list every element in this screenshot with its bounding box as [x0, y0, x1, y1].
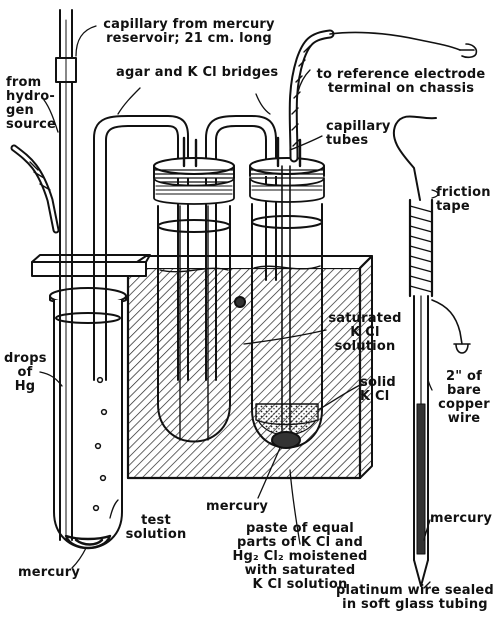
calomel-vessel — [249, 136, 325, 449]
label-copper-wire: 2" of bare copper wire — [438, 369, 490, 426]
label-saturated-kcl: saturated K Cl solution — [328, 311, 402, 354]
agar-kcl-bridge-right — [205, 115, 277, 381]
label-capillary: capillary from mercury reservoir; 21 cm.… — [103, 17, 275, 46]
label-mercury-center: mercury — [206, 499, 269, 514]
wooden-block — [126, 255, 373, 480]
label-friction-tape: friction tape — [436, 185, 491, 214]
label-mercury-test-tube: mercury — [18, 565, 81, 580]
label-drops-of-hg: drops of Hg — [4, 351, 47, 394]
probe-electrode — [393, 115, 471, 587]
label-platinum-wire: platinum wire sealed in soft glass tubin… — [336, 583, 494, 612]
capillary-tube — [55, 9, 77, 541]
label-test-solution: test solution — [125, 513, 187, 542]
agar-kcl-bridge-left — [93, 115, 189, 381]
hydrogen-inlet-tube — [10, 144, 60, 234]
tube-holder-shelf — [31, 254, 151, 277]
test-tube — [49, 287, 127, 550]
label-solid-kcl: solid K Cl — [360, 375, 396, 404]
mercury-drops — [92, 376, 108, 512]
label-reference-electrode: to reference electrode terminal on chass… — [316, 67, 486, 96]
label-mercury-probe: mercury — [430, 511, 493, 526]
label-from-hydrogen-source: from hydro- gen source — [6, 75, 57, 132]
reference-lead-wire — [288, 29, 478, 163]
connector-knob — [234, 296, 246, 308]
label-calomel-paste: paste of equal parts of K Cl and Hg₂ Cl₂… — [232, 521, 368, 592]
label-agar-kcl-bridges: agar and K Cl bridges — [116, 65, 279, 80]
middle-vessel — [153, 136, 235, 443]
label-leader-lines — [39, 25, 439, 589]
label-capillary-tubes: capillary tubes — [326, 119, 391, 148]
